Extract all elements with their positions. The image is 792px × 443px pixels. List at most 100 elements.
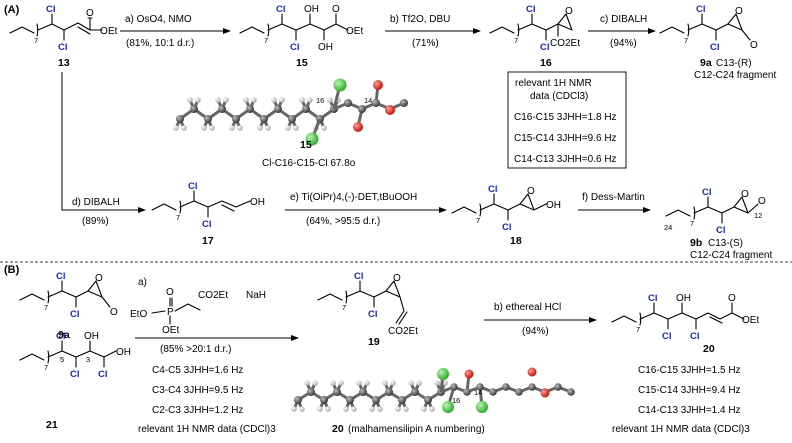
compound-label: 15 (296, 57, 308, 69)
compound-16: 7 O Cl Cl CO2Et 16 (489, 4, 580, 69)
atom-sphere (246, 105, 254, 113)
svg-text:CO2Et: CO2Et (388, 326, 418, 337)
atom-sphere (257, 125, 263, 131)
atom-sphere (204, 115, 212, 123)
svg-text:Cl: Cl (502, 222, 512, 233)
atom-sphere (463, 388, 471, 396)
svg-text:C16-C15 3JHH=1.8 Hz: C16-C15 3JHH=1.8 Hz (514, 112, 617, 123)
svg-text:C14-C13 3JHH=0.6 Hz: C14-C13 3JHH=0.6 Hz (514, 154, 617, 165)
atom-sphere (321, 125, 327, 131)
atom-sphere (325, 406, 331, 412)
atom-sphere (209, 125, 215, 131)
atom-sphere (218, 105, 226, 113)
atom-sphere (307, 388, 315, 396)
compound-9b: 24 7 O 12 O Cl Cl (664, 187, 766, 236)
svg-text:NaH: NaH (246, 290, 266, 301)
atom-sphere (373, 80, 383, 90)
atom-sphere (385, 105, 395, 115)
svg-text:Cl: Cl (276, 4, 286, 15)
atom-sphere (293, 125, 299, 131)
compound-9a-label: 9a (700, 57, 712, 69)
svg-text:relevant 1H NMR: relevant 1H NMR (515, 78, 592, 89)
atom-sphere (307, 97, 313, 103)
atom-sphere (442, 401, 454, 413)
atom-sphere (279, 97, 285, 103)
atom-sphere (291, 406, 297, 412)
svg-text:12: 12 (754, 211, 762, 220)
svg-text:O: O (393, 273, 401, 284)
atom-sphere (317, 406, 323, 412)
atom-sphere (398, 396, 406, 404)
svg-text:3: 3 (86, 355, 90, 364)
atom-sphere (229, 125, 235, 131)
svg-text:OEt: OEt (346, 26, 363, 37)
atom-sphere (540, 388, 550, 398)
svg-text:O: O (758, 196, 766, 207)
svg-text:C16-C15 3JHH=1.5 Hz: C16-C15 3JHH=1.5 Hz (638, 365, 741, 376)
svg-text:relevant 1H NMR data (CDCl)3: relevant 1H NMR data (CDCl)3 (138, 424, 276, 435)
section-label-b: (B) (4, 264, 20, 276)
atom-sphere (181, 125, 187, 131)
svg-text:Cl: Cl (56, 331, 66, 342)
compound-21: 7 5 3 Cl Cl OH Cl OH 21 (19, 331, 131, 431)
atom-sphere (364, 380, 370, 386)
step-b-yield: (71%) (412, 38, 439, 49)
atom-sphere (274, 105, 282, 113)
atom-sphere (359, 388, 367, 396)
svg-text:OH: OH (676, 293, 691, 304)
atom-sphere (527, 367, 537, 377)
nmr-data-21: C4-C5 3JHH=1.6 Hz C3-C4 3JHH=9.5 Hz C2-C… (138, 365, 276, 435)
atom-sphere (176, 115, 184, 123)
svg-text:C14-C13 3JHH=1.4 Hz: C14-C13 3JHH=1.4 Hz (638, 405, 741, 416)
atom-sphere (353, 122, 363, 132)
compound-label: 9a (58, 329, 70, 341)
svg-text:O: O (166, 287, 174, 298)
compound-15: 7 Cl Cl OH OH O OEt 15 (239, 4, 363, 69)
svg-text:7: 7 (514, 36, 518, 45)
svg-text:Cl: Cl (488, 184, 498, 195)
step-e-yield: (64%, >95:5 d.r.) (306, 216, 380, 227)
step-a-reagents: a) OsO4, NMO (125, 14, 192, 25)
atom-sphere (338, 380, 344, 386)
svg-text:Cl: Cl (188, 181, 198, 192)
step-d-reagents: d) DIBALH (72, 197, 120, 208)
svg-text:Cl: Cl (710, 42, 720, 53)
svg-text:OEt: OEt (162, 325, 179, 336)
atom-sphere (450, 383, 458, 391)
svg-text:EtO: EtO (130, 309, 147, 320)
atom-sphere (464, 369, 474, 379)
compound-9a-fragment: C12-C24 fragment (694, 70, 776, 81)
atom-sphere (195, 97, 201, 103)
model-15-label: 15 (300, 139, 312, 151)
svg-text:Et: Et (108, 26, 118, 37)
compound-label: 19 (368, 336, 380, 348)
svg-text:C3-C4 3JHH=9.5 Hz: C3-C4 3JHH=9.5 Hz (152, 385, 243, 396)
svg-text:CO2Et: CO2Et (198, 290, 228, 301)
atom-sphere (265, 125, 271, 131)
svg-text:Cl: Cl (290, 42, 300, 53)
svg-text:Cl: Cl (662, 331, 672, 342)
atom-sphere (372, 396, 380, 404)
atom-sphere (476, 401, 488, 413)
atom-sphere (395, 406, 401, 412)
atom-sphere (215, 97, 221, 103)
section-label-a: (A) (4, 4, 20, 16)
svg-text:OH: OH (116, 347, 131, 358)
svg-text:OH: OH (84, 331, 99, 342)
atom-sphere (369, 406, 375, 412)
atom-sphere (489, 388, 497, 396)
compound-label: 16 (540, 57, 552, 69)
svg-text:OH: OH (250, 197, 265, 208)
svg-text:7: 7 (476, 216, 480, 225)
svg-text:7: 7 (690, 219, 694, 228)
atom-sphere (333, 388, 341, 396)
svg-text:OH: OH (318, 42, 333, 53)
atom-sphere (502, 383, 510, 391)
svg-text:O: O (741, 189, 749, 200)
atom-sphere (567, 388, 575, 396)
svg-text:OH: OH (304, 4, 319, 15)
svg-text:Cl: Cl (702, 187, 712, 198)
atom-sphere (237, 125, 243, 131)
svg-text:C15-C14 3JHH=9.6 Hz: C15-C14 3JHH=9.6 Hz (514, 133, 617, 144)
atom-sphere (327, 97, 333, 103)
